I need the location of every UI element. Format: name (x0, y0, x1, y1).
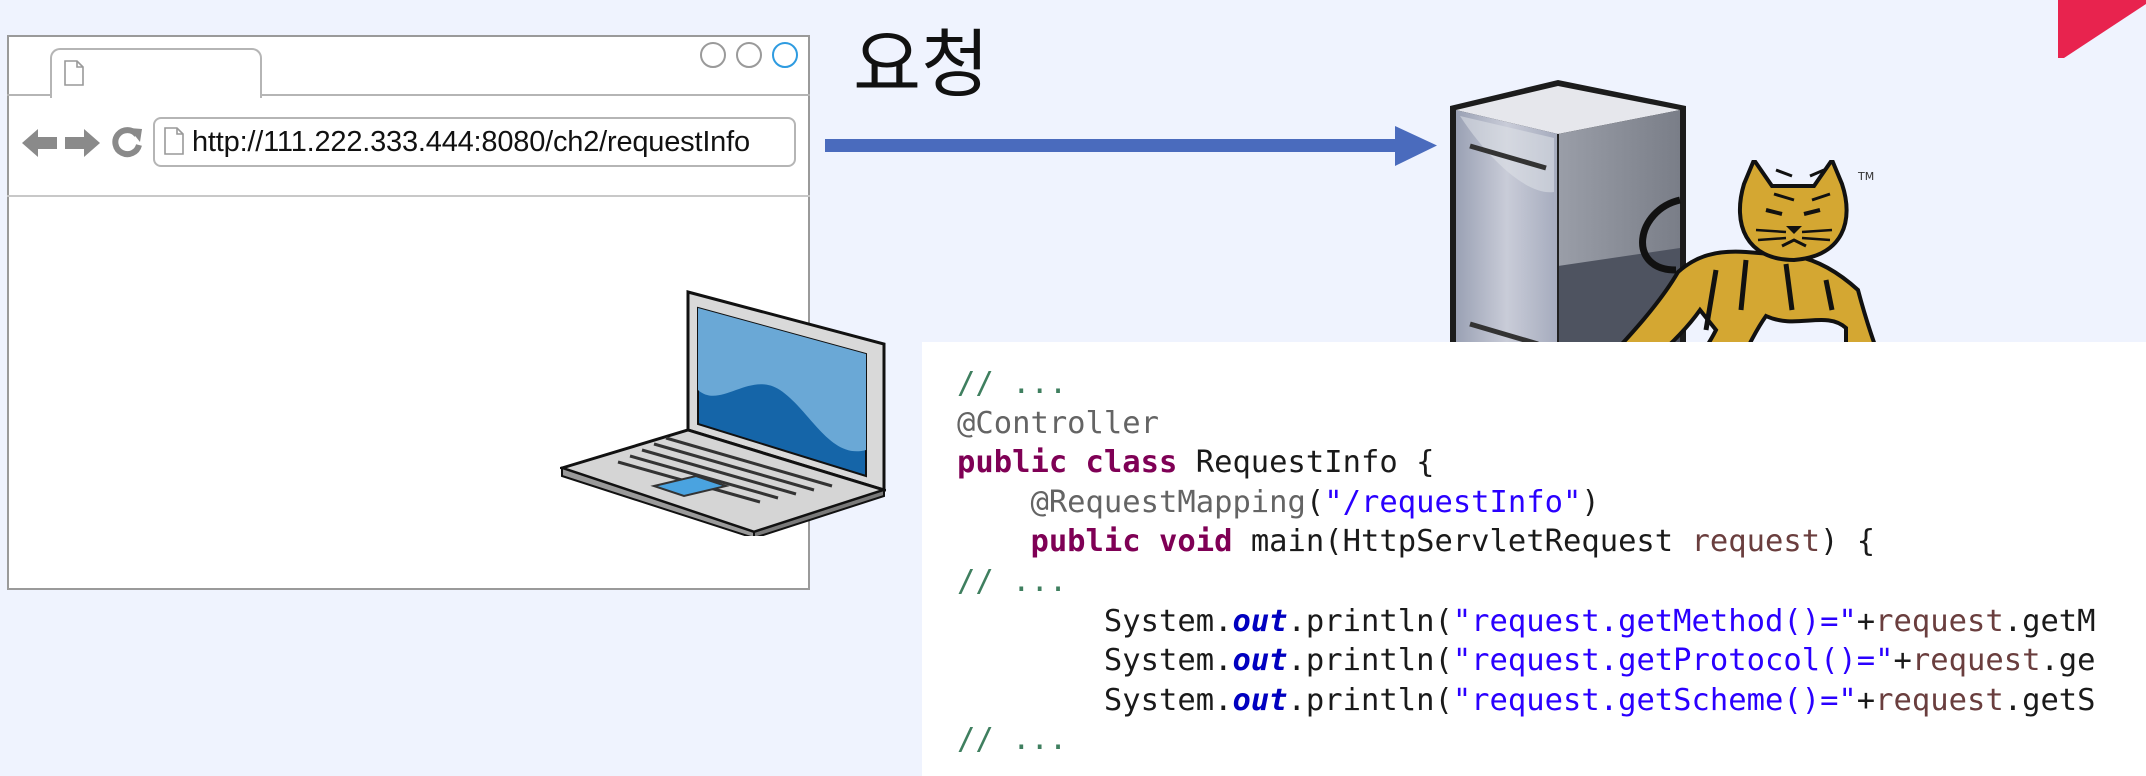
code-text: .println( (1287, 682, 1453, 718)
code-comment: // ... (957, 563, 1068, 599)
corner-accent-shape (2058, 0, 2146, 58)
code-string: "/requestInfo" (1324, 484, 1582, 520)
code-snippet: // ... @Controller public class RequestI… (957, 364, 2096, 760)
code-annotation: @Controller (957, 405, 1159, 441)
code-text: ) { (1820, 524, 1876, 560)
toolbar-divider (7, 195, 810, 197)
tab-strip-divider (7, 94, 810, 96)
code-string: "request.getMethod()=" (1452, 603, 1857, 639)
code-text: System. (1103, 603, 1233, 639)
code-variable: request (1691, 524, 1821, 560)
code-text: System. (1103, 682, 1233, 718)
window-button-3[interactable] (772, 42, 798, 68)
code-text: RequestInfo { (1177, 445, 1435, 481)
window-button-1[interactable] (700, 42, 726, 68)
code-text: .println( (1287, 603, 1453, 639)
reload-icon[interactable] (110, 126, 144, 160)
code-variable: request (1875, 682, 2004, 718)
trademark-text: TM (1857, 170, 1874, 183)
code-comment: // ... (957, 366, 1068, 401)
request-label: 요청 (853, 22, 990, 108)
code-field: out (1232, 643, 1288, 679)
code-text: ( (1305, 484, 1325, 520)
code-text: System. (1103, 643, 1233, 679)
window-button-2[interactable] (736, 42, 762, 68)
code-text: .getM (2003, 603, 2096, 639)
code-keyword: public void (1030, 524, 1233, 560)
address-bar[interactable] (153, 117, 796, 167)
code-string: "request.getProtocol()=" (1452, 643, 1894, 679)
code-variable: request (1875, 603, 2004, 639)
code-variable: request (1911, 643, 2041, 679)
code-text: main(HttpServletRequest (1232, 524, 1692, 560)
code-text: .getS (2003, 682, 2096, 718)
code-text: + (1893, 643, 1912, 679)
code-text: + (1856, 603, 1876, 639)
browser-tab[interactable] (50, 48, 262, 98)
document-icon (64, 60, 84, 86)
code-text: .println( (1287, 643, 1453, 679)
forward-arrow-icon[interactable] (64, 128, 100, 158)
back-arrow-icon[interactable] (22, 128, 58, 158)
code-text: ) (1581, 484, 1600, 520)
code-annotation: @RequestMapping (1030, 484, 1306, 520)
laptop-icon (560, 290, 886, 536)
code-text: .ge (2040, 643, 2096, 679)
code-field: out (1232, 682, 1288, 718)
code-string: "request.getScheme()=" (1452, 682, 1857, 718)
url-text[interactable]: http://111.222.333.444:8080/ch2/requestI… (192, 126, 750, 158)
code-comment: // ... (957, 722, 1068, 758)
request-arrow (825, 126, 1437, 166)
document-icon (164, 127, 184, 155)
code-field: out (1232, 603, 1288, 639)
code-keyword: public class (957, 445, 1178, 481)
code-panel (922, 342, 2146, 776)
code-text: + (1856, 682, 1876, 718)
